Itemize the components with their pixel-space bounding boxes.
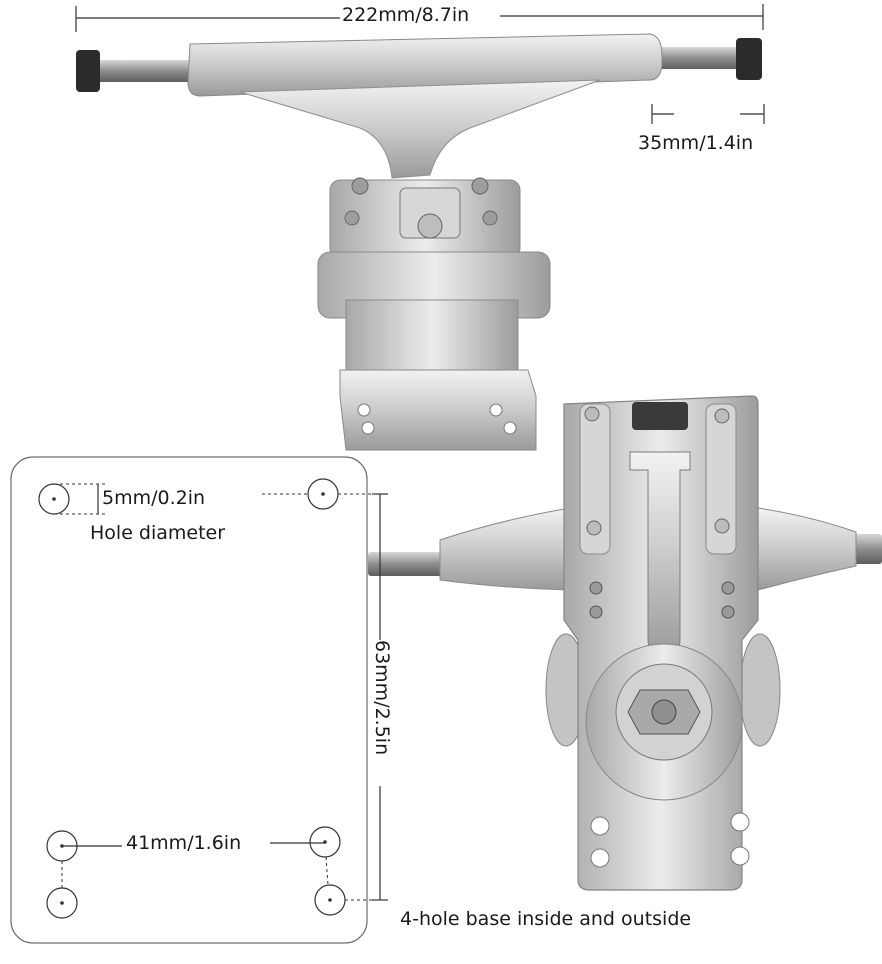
vertical-spacing-label: 63mm/2.5in [371, 640, 393, 756]
hanger-bar [187, 33, 663, 97]
axle-left-underside [368, 552, 444, 576]
axle-right [650, 47, 740, 69]
axle-left [96, 60, 192, 82]
horizontal-spacing-label: 41mm/1.6in [126, 832, 242, 854]
truck-base [339, 369, 537, 451]
axle-width-label: 222mm/8.7in [342, 4, 470, 26]
base-caption: 4-hole base inside and outside [400, 908, 692, 930]
hole-caption: Hole diameter [90, 522, 226, 544]
nut-left [76, 50, 100, 92]
axle-end-dimension [651, 104, 765, 124]
axle-width-dimension [75, 4, 764, 32]
template-card [10, 456, 368, 944]
bottom-truck [368, 395, 882, 891]
hole-template [10, 456, 388, 944]
top-truck [76, 33, 762, 451]
hole-size-label: 5mm/0.2in [102, 487, 206, 509]
nut-right [736, 38, 762, 80]
hanger-body [239, 79, 601, 179]
axle-end-label: 35mm/1.4in [638, 132, 754, 154]
